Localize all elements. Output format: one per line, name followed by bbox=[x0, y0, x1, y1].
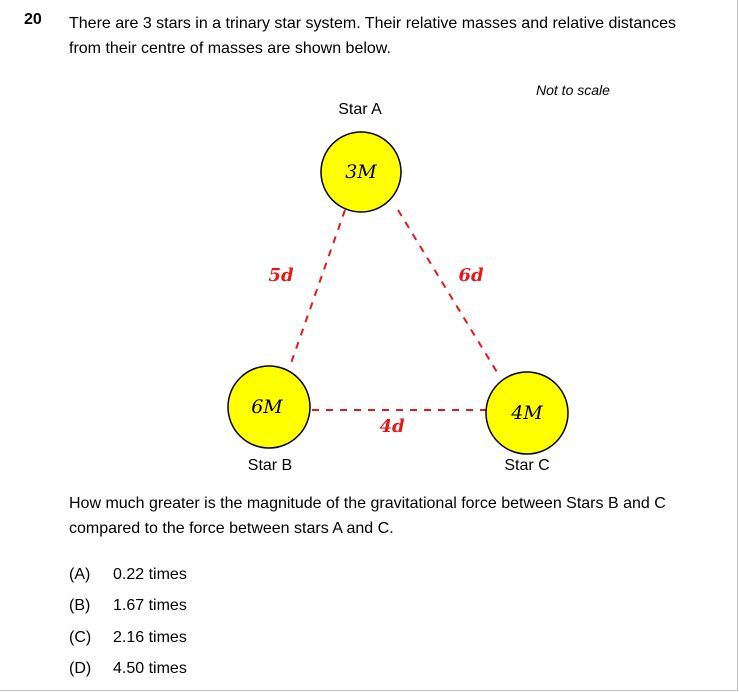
distance-line-ab bbox=[289, 209, 346, 367]
star-a-label: Star A bbox=[338, 101, 382, 118]
distance-label-ac: 6d bbox=[458, 265, 484, 286]
question-prompt: How much greater is the magnitude of the… bbox=[69, 495, 666, 537]
option-b[interactable]: (B) 1.67 times bbox=[69, 591, 187, 623]
star-a-mass: 3M bbox=[345, 161, 377, 183]
option-letter: (B) bbox=[69, 597, 91, 615]
star-b-label: Star B bbox=[248, 457, 292, 474]
not-to-scale-note: Not to scale bbox=[536, 82, 610, 98]
distance-label-bc: 4d bbox=[379, 416, 405, 437]
option-text: 0.22 times bbox=[113, 565, 187, 583]
question-number: 20 bbox=[24, 11, 42, 28]
distance-label-ab: 5d bbox=[268, 265, 294, 286]
distance-line-ac bbox=[397, 209, 501, 378]
option-d[interactable]: (D) 4.50 times bbox=[69, 654, 187, 686]
star-b-mass: 6M bbox=[251, 396, 283, 418]
option-text: 4.50 times bbox=[113, 660, 187, 678]
trinary-star-diagram: Not to scale Star A Star B Star C 3M 6M … bbox=[227, 82, 610, 474]
option-c[interactable]: (C) 2.16 times bbox=[69, 622, 187, 654]
option-letter: (C) bbox=[69, 628, 92, 646]
option-a[interactable]: (A) 0.22 times bbox=[69, 559, 187, 591]
star-c bbox=[485, 371, 569, 455]
option-letter: (A) bbox=[69, 565, 91, 583]
answer-options: (A) 0.22 times (B) 1.67 times (C) 2.16 t… bbox=[69, 559, 187, 685]
star-b bbox=[227, 365, 311, 449]
option-text: 2.16 times bbox=[113, 628, 187, 646]
question-stem: There are 3 stars in a trinary star syst… bbox=[69, 15, 677, 57]
star-c-mass: 4M bbox=[510, 402, 543, 424]
star-a bbox=[320, 131, 402, 213]
option-letter: (D) bbox=[69, 660, 92, 678]
option-text: 1.67 times bbox=[113, 597, 187, 615]
star-c-label: Star C bbox=[504, 457, 549, 474]
